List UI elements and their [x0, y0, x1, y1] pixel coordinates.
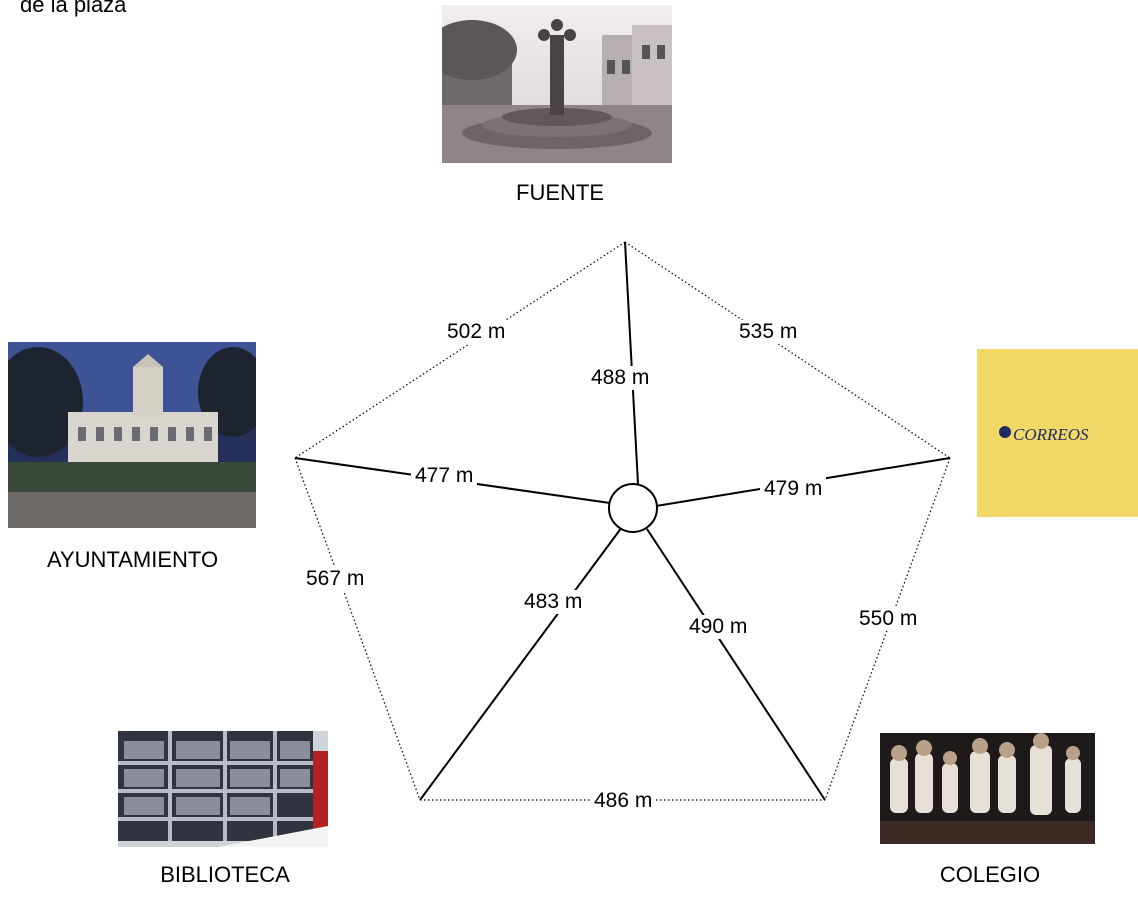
edge-fuente-ayuntamiento	[294, 241, 626, 459]
plaza-center-circle	[608, 483, 658, 533]
distance-biblioteca-colegio: 486 m	[590, 789, 657, 813]
distance-fuente-centro: 488 m	[587, 366, 654, 390]
fuente-photo	[442, 5, 672, 163]
fuente-label: FUENTE	[516, 180, 604, 205]
ayuntamiento-photo	[8, 342, 256, 528]
correos-logo-text: CORREOS	[1013, 425, 1089, 444]
spoke-fuente	[624, 241, 639, 485]
distance-ayuntamiento-centro: 477 m	[411, 464, 478, 488]
correos-photo: CORREOS	[977, 349, 1138, 517]
colegio-label: COLEGIO	[939, 862, 1041, 887]
distance-fuente-ayuntamiento: 502 m	[443, 320, 510, 344]
edge-fuente-correos	[624, 241, 951, 459]
distance-colegio-centro: 490 m	[685, 615, 752, 639]
distance-correos-colegio: 550 m	[855, 607, 922, 631]
biblioteca-photo	[118, 731, 328, 847]
colegio-photo	[880, 733, 1095, 844]
spoke-colegio	[646, 528, 826, 801]
correos-crown-icon	[999, 426, 1011, 438]
distance-correos-centro: 479 m	[760, 477, 827, 501]
edge-correos-colegio	[824, 457, 951, 801]
biblioteca-label: BIBLIOTECA	[160, 862, 290, 887]
distance-ayuntamiento-biblioteca: 567 m	[302, 567, 369, 591]
caption: de la plaza	[20, 0, 127, 17]
spoke-biblioteca	[419, 526, 623, 801]
distance-biblioteca-centro: 483 m	[520, 590, 587, 614]
edge-ayuntamiento-biblioteca	[294, 457, 421, 801]
ayuntamiento-label: AYUNTAMIENTO	[46, 547, 219, 572]
distance-fuente-correos: 535 m	[735, 320, 802, 344]
